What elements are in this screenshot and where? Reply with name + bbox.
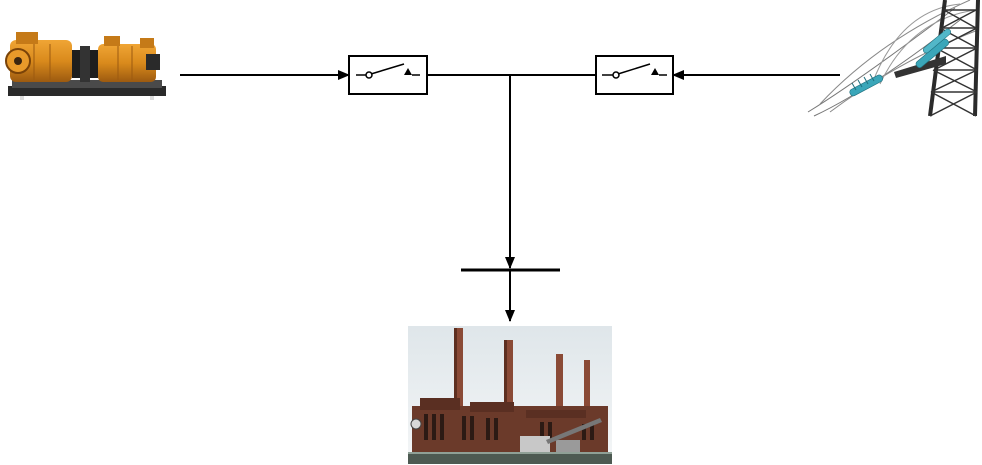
factory-icon <box>408 326 612 464</box>
switch-open-icon <box>602 63 667 79</box>
switch-open-icon <box>356 63 420 79</box>
generator-icon <box>5 32 166 100</box>
transmission-tower-icon <box>807 0 980 117</box>
grid-switch[interactable] <box>595 55 674 95</box>
generator-switch[interactable] <box>348 55 428 95</box>
